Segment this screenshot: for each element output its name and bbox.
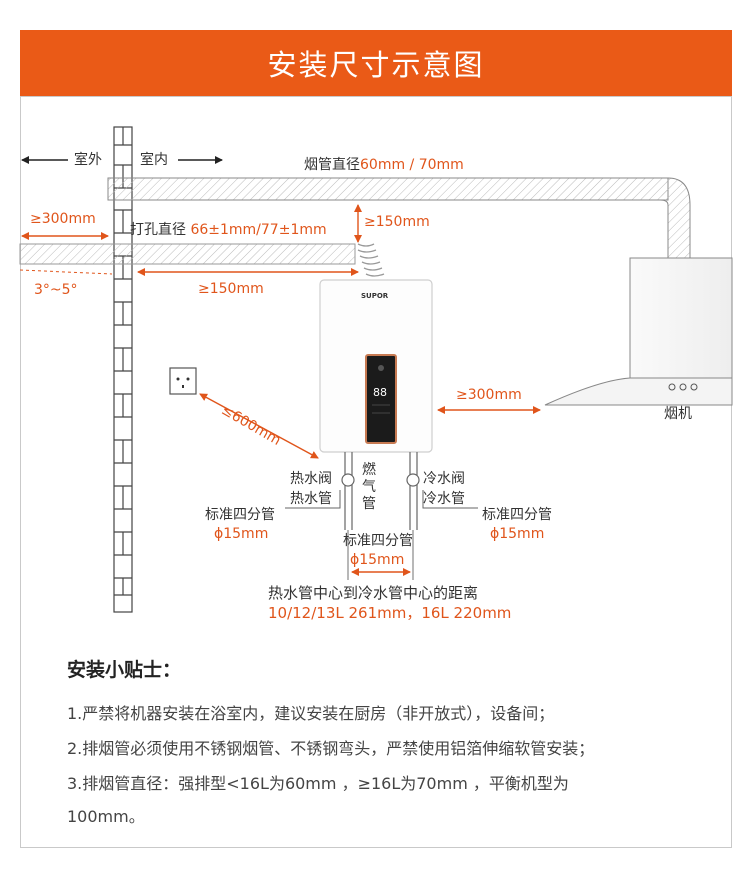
socket <box>169 367 197 395</box>
label-dia-left: ϕ15mm <box>214 526 269 542</box>
label-cold-valve: 冷水阀 <box>423 471 465 487</box>
label-dia-right: ϕ15mm <box>490 526 545 542</box>
water-heater <box>319 279 433 453</box>
title-banner: 安装尺寸示意图 <box>20 30 732 96</box>
label-std-pipe-left: 标准四分管 <box>205 507 275 523</box>
label-dia-mid: ϕ15mm <box>350 552 405 568</box>
label-hot-valve: 热水阀 <box>290 471 332 487</box>
label-range-hood: 烟机 <box>664 406 692 422</box>
tip-item-4: 100mm。 <box>67 807 145 826</box>
heater-display: 88 <box>373 386 387 399</box>
content-frame <box>20 96 732 848</box>
label-center-distance-value: 10/12/13L 261mm，16L 220mm <box>268 604 512 622</box>
label-gas-pipe: 燃气管 <box>362 462 376 512</box>
label-indoor: 室内 <box>140 152 168 168</box>
range-hood <box>544 257 733 406</box>
slope-line <box>19 269 113 275</box>
flex-connector <box>357 243 389 283</box>
pipes <box>341 452 420 530</box>
brand-logo: SUPOR <box>361 292 389 300</box>
tip-item-2: 2.排烟管必须使用不锈钢烟管、不锈钢弯头，严禁使用铝箔伸缩软管安装； <box>67 739 595 758</box>
label-hot-pipe: 热水管 <box>290 491 332 507</box>
tip-item-1: 1.严禁将机器安装在浴室内，建议安装在厨房（非开放式），设备间； <box>67 704 555 723</box>
page-title: 安装尺寸示意图 <box>267 48 485 82</box>
label-outdoor: 室外 <box>74 152 102 168</box>
flue-pipe <box>107 177 691 259</box>
wall-pipe <box>19 243 356 265</box>
label-center-distance: 热水管中心到冷水管中心的距离 <box>268 584 479 602</box>
dimension-lines <box>21 204 541 580</box>
leader-lines <box>285 490 478 509</box>
label-std-pipe-right: 标准四分管 <box>482 507 552 523</box>
label-min-150-top: ≥150mm <box>364 214 430 230</box>
label-min-300-wall: ≥300mm <box>30 211 96 227</box>
label-flue-diameter: 烟管直径60mm / 70mm <box>304 157 464 173</box>
tip-item-3: 3.排烟管直径：强排型<16L为60mm ，≥16L为70mm ，平衡机型为 <box>67 774 569 793</box>
label-std-pipe-mid: 标准四分管 <box>343 533 413 549</box>
tips-title: 安装小贴士： <box>67 659 182 681</box>
label-slope: 3°~5° <box>34 282 78 298</box>
label-min-300-hood: ≥300mm <box>456 387 522 403</box>
label-min-150-side: ≥150mm <box>198 281 264 297</box>
label-cold-pipe: 冷水管 <box>423 491 465 507</box>
label-drill-diameter: 打孔直径 66±1mm/77±1mm <box>130 222 327 238</box>
